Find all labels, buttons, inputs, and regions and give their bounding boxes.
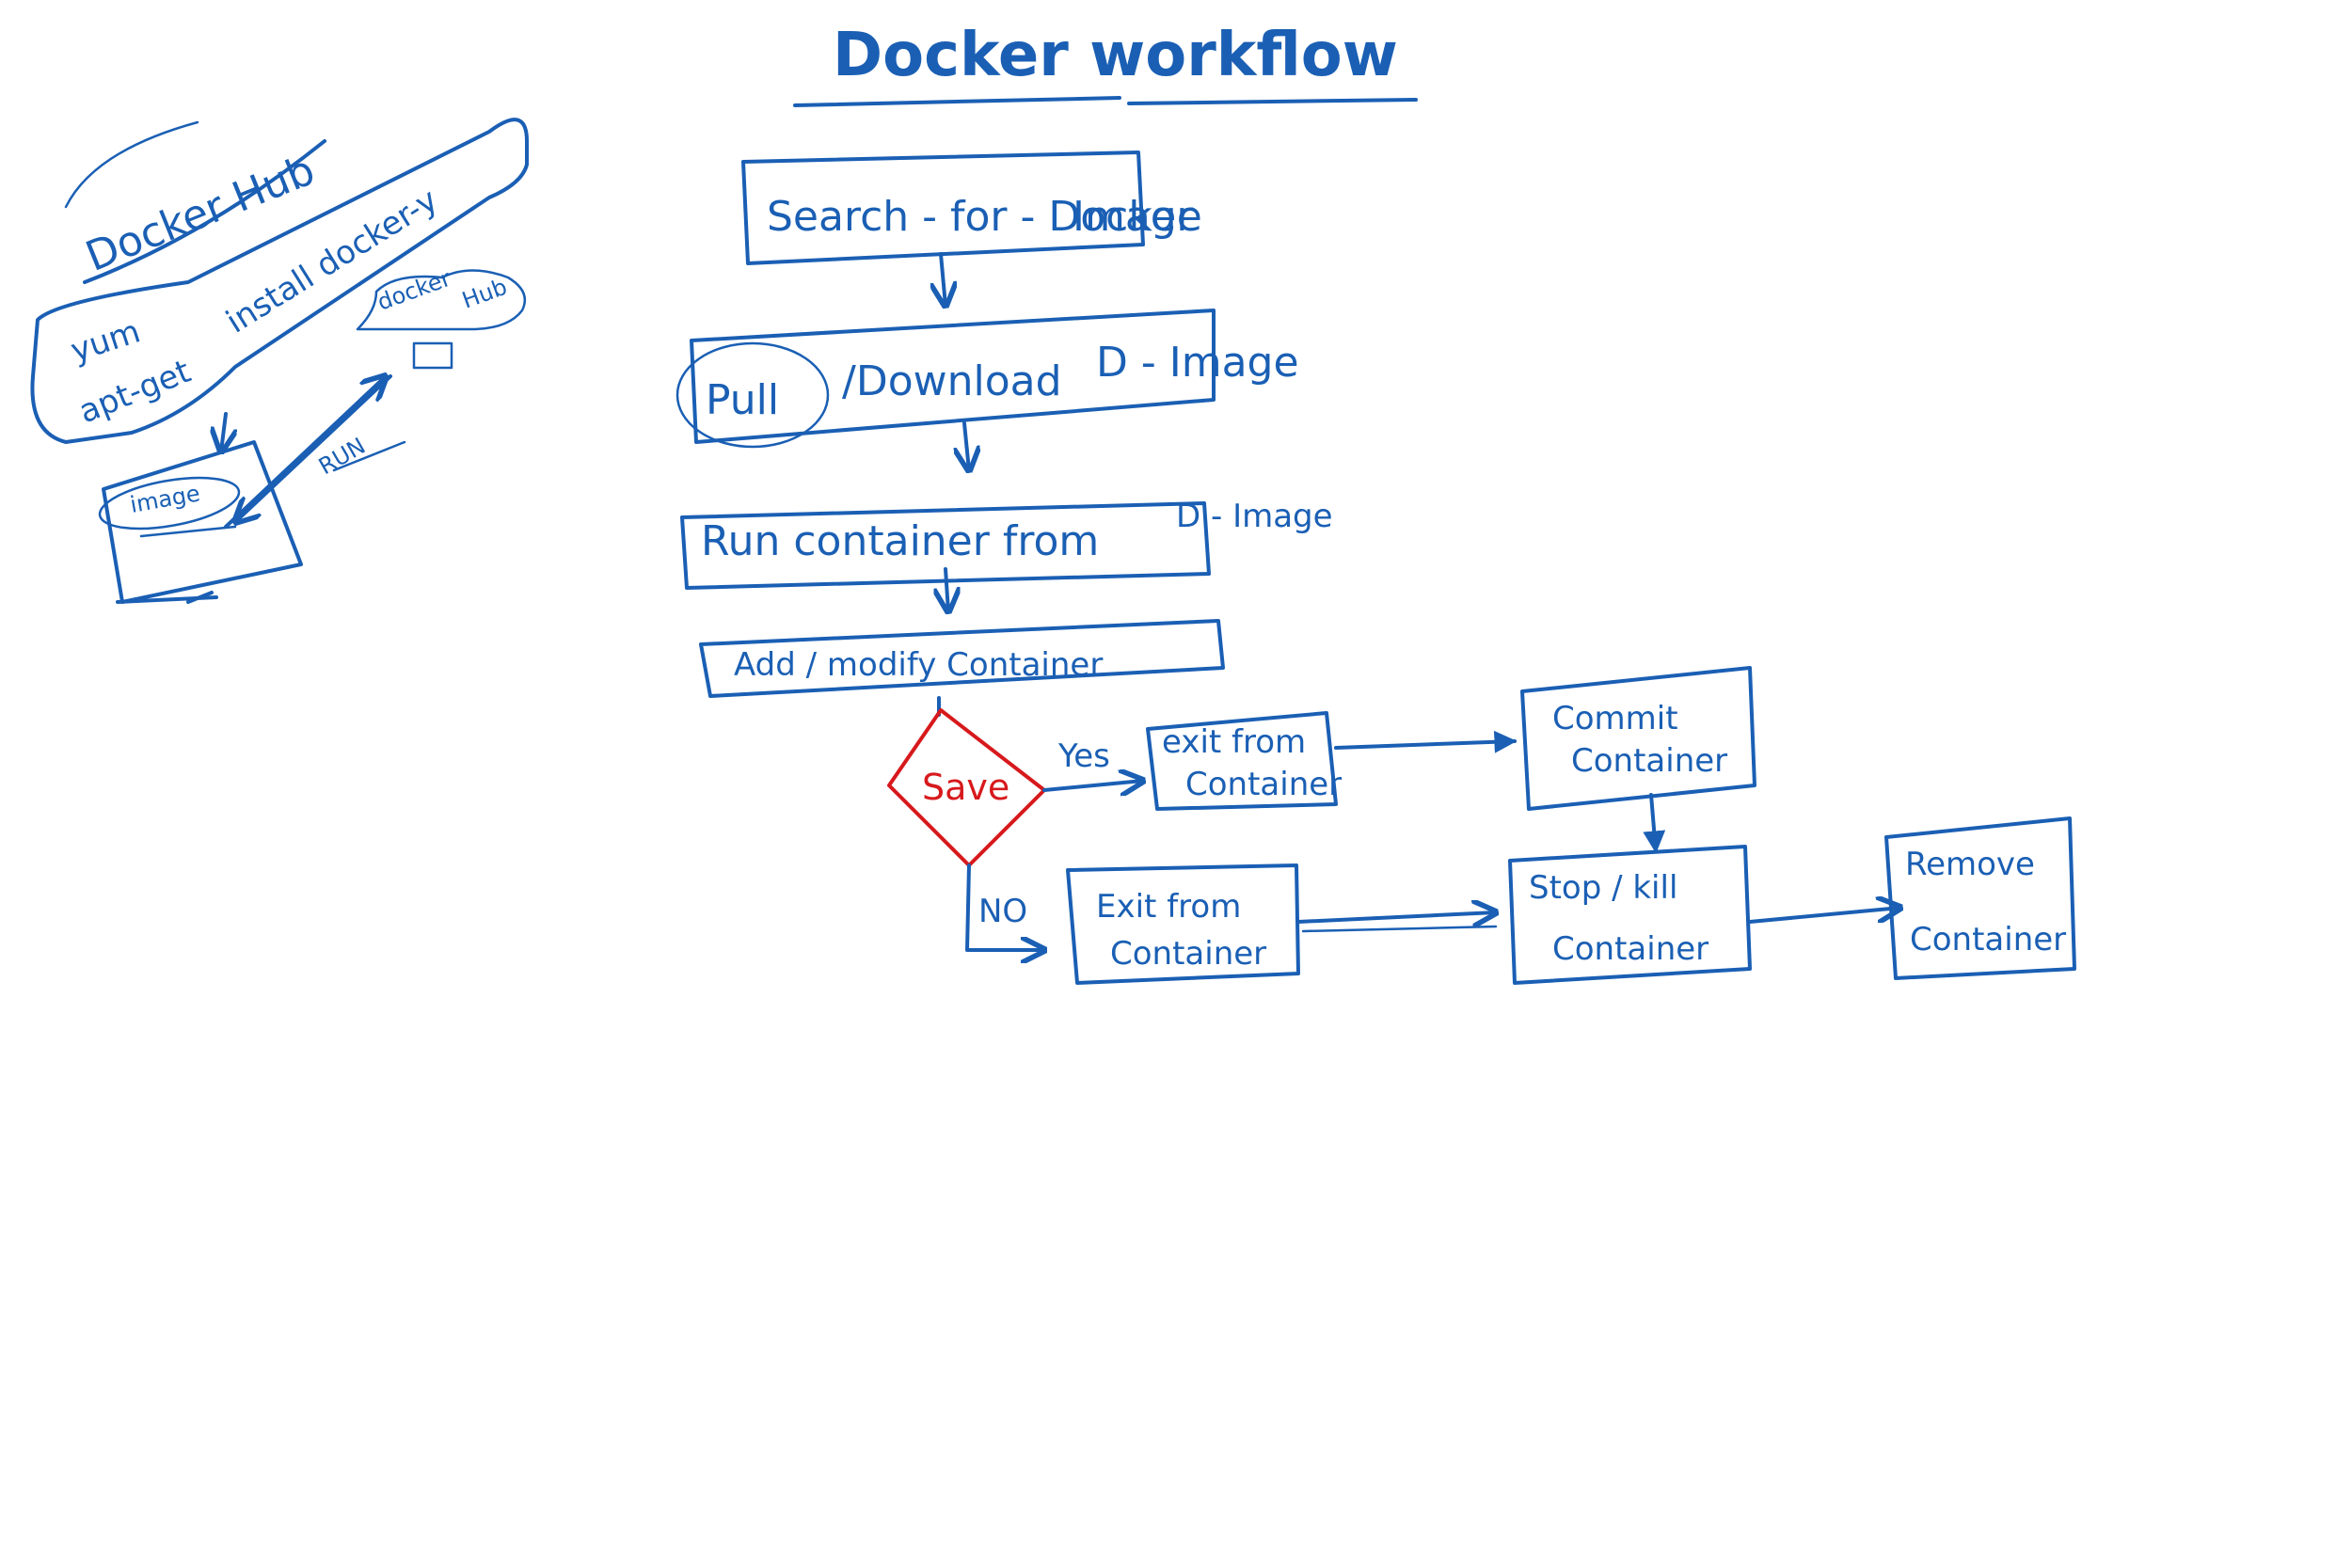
host-line: [139, 525, 237, 538]
node-stop-kill: Stop / kill Container: [1508, 845, 1752, 985]
cmd-yum: yum: [66, 312, 144, 370]
yes-label: Yes: [1057, 737, 1110, 775]
remove-text-1: Remove: [1905, 846, 2035, 883]
title-text: Docker workflow: [833, 21, 1398, 90]
modify-text: Add / modify Container: [734, 646, 1103, 684]
pull-word: Pull: [706, 376, 779, 424]
install-command-bubble: [30, 118, 529, 444]
exit-no-box: [1066, 863, 1300, 985]
node-search-image: Search - for - Docker Image: [741, 150, 1202, 265]
exit-yes-box: [1146, 711, 1338, 811]
arrow-pull-to-run: [964, 421, 969, 470]
title-underline-1: [793, 96, 1121, 107]
pull-suffix: D - Image: [1096, 339, 1299, 387]
node-pull-image: Pull /Download D - Image: [675, 309, 1299, 449]
node-remove: Remove Container: [1884, 816, 2076, 980]
arrow-commit-to-stop: [1643, 793, 1666, 854]
decision-text: Save: [922, 767, 1009, 808]
arrow-search-to-pull: [941, 252, 946, 306]
remove-text-2: Container: [1910, 921, 2066, 958]
arrow-stop-to-remove: [1748, 908, 1900, 924]
push-to-host-arrow: [235, 374, 392, 522]
exit-no-text-1: Exit from: [1096, 888, 1241, 926]
node-run-container: Run container from D - Image: [680, 498, 1333, 590]
run-underline: [332, 440, 406, 472]
docker-hub-heading: Docker Hub: [79, 146, 321, 281]
pull-box: [690, 309, 1216, 444]
docker-hub-arc: [64, 120, 199, 209]
commit-text-2: Container: [1571, 742, 1727, 780]
host-machine-box: [102, 440, 303, 604]
docker-hub-cloud: [356, 269, 527, 331]
stop-box: [1508, 845, 1752, 985]
node-exit-no: Exit from Container: [1066, 863, 1300, 985]
exit-yes-text-1: exit from: [1162, 723, 1306, 761]
image-label: image: [128, 480, 201, 518]
node-exit-yes: exit from Container: [1146, 711, 1342, 811]
search-text-1: Search - for - Docker: [767, 193, 1194, 241]
arrow-exit-to-stop: [1296, 912, 1496, 922]
run-text: Run container from: [701, 517, 1099, 565]
arrow-no: [965, 863, 1044, 950]
install-to-host-arrow: [221, 412, 226, 451]
commit-box: [1520, 666, 1756, 811]
exit-no-text-2: Container: [1110, 935, 1266, 973]
title-underline-2: [1127, 98, 1418, 105]
run-box: [680, 501, 1211, 590]
docker-hub-heading-text: Docker Hub: [79, 146, 321, 281]
stop-text-2: Container: [1552, 930, 1708, 968]
arrow-run-to-modify: [946, 567, 948, 611]
host-stand: [186, 591, 214, 604]
docker-hub-underline: [83, 139, 326, 284]
cloud-label-docker: docker: [373, 265, 454, 316]
node-commit: Commit Container: [1520, 666, 1756, 811]
arrow-yes: [1042, 781, 1143, 790]
search-box: [741, 150, 1145, 265]
diagram-title: Docker workflow: [793, 21, 1418, 107]
search-text-2: Image: [1073, 193, 1202, 241]
run-suffix: D - Image: [1176, 498, 1333, 535]
side-notes: Docker Hub yum apt-get install docker-y …: [30, 118, 529, 604]
pull-circle: [675, 341, 830, 449]
pull-rest: /Download: [842, 357, 1062, 405]
cloud-laptop-icon: [412, 341, 453, 370]
arrow-exit-to-commit: [1334, 730, 1518, 753]
cloud-label-hub: Hub: [458, 274, 510, 314]
exit-yes-text-2: Container: [1185, 766, 1342, 803]
no-label: NO: [978, 893, 1027, 930]
image-oval: [98, 476, 241, 531]
stop-text-1: Stop / kill: [1529, 869, 1677, 907]
modify-box: [699, 619, 1225, 698]
remove-box: [1884, 816, 2076, 980]
commit-text-1: Commit: [1552, 700, 1678, 737]
node-decision-save: Save: [887, 708, 1046, 867]
node-modify-container: Add / modify Container: [699, 619, 1225, 698]
arrow-exit-to-stop-double: [1301, 925, 1498, 933]
